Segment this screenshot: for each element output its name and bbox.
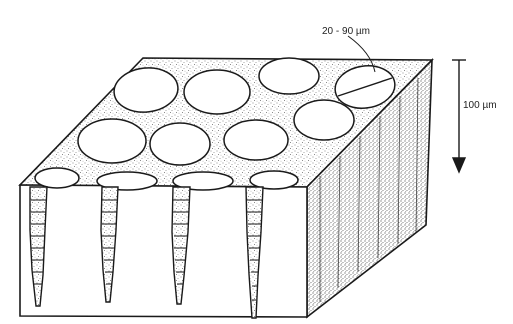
pore-diameter-label: 20 - 90 µm <box>322 26 370 37</box>
pore <box>35 168 79 188</box>
pore <box>259 58 319 94</box>
depth-arrow <box>452 60 466 172</box>
block-front-face <box>20 185 307 317</box>
pore <box>294 100 354 140</box>
pore <box>184 70 250 114</box>
pore <box>150 123 210 165</box>
pore <box>224 120 288 160</box>
depth-label: 100 µm <box>463 100 497 111</box>
pore <box>78 119 146 163</box>
